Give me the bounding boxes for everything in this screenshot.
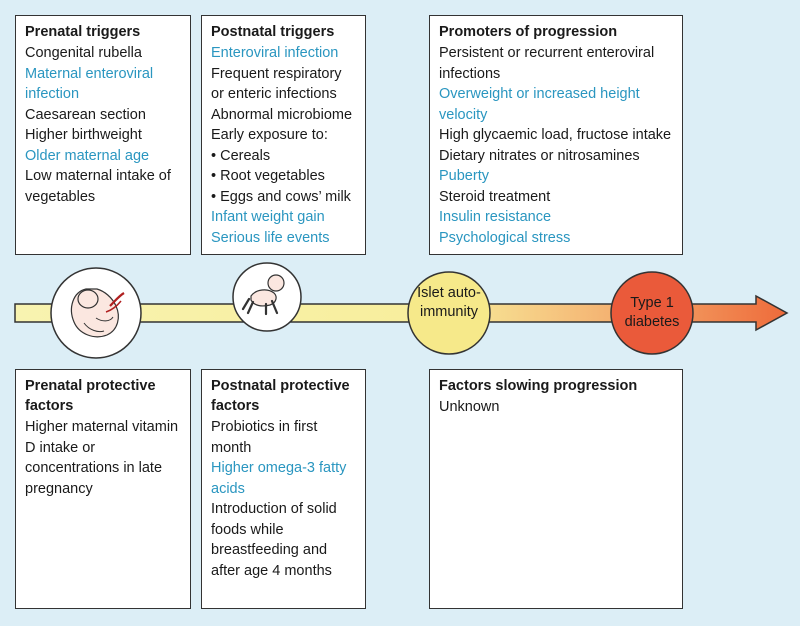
factor-item: Introduction of solid foods while breast… [211, 501, 337, 579]
factor-item: Maternal enteroviral infection [25, 65, 154, 103]
factor-list: Unknown [439, 397, 674, 418]
islet-autoimmunity-circle [407, 271, 491, 355]
prenatal-protective-factors-box: Prenatal protective factors Higher mater… [15, 369, 191, 609]
factor-item: Persistent or recurrent enteroviral infe… [439, 45, 655, 82]
box-title: Postnatal triggers [211, 24, 335, 40]
factor-item: Insulin resistance [439, 209, 552, 225]
factor-list: Persistent or recurrent enteroviral infe… [439, 43, 674, 248]
promoters-of-progression-box: Promoters of progression Persistent or r… [429, 15, 683, 255]
factor-item: Low maternal intake of vegetables [25, 168, 171, 205]
factor-item: Caesarean section [25, 106, 146, 123]
factor-item: Higher birthweight [25, 127, 142, 143]
factor-item: Frequent respiratory or enteric infectio… [211, 65, 342, 103]
factors-slowing-progression-box: Factors slowing progression Unknown [429, 369, 683, 609]
box-title: Postnatal protective factors [211, 378, 350, 414]
factor-list: Higher maternal vitamin D intake or conc… [25, 417, 182, 499]
fetus-icon [50, 267, 142, 359]
factor-item: Older maternal age [25, 147, 150, 164]
factor-item: Eggs and cows’ milk [211, 187, 357, 208]
type1-diabetes-circle [610, 271, 694, 355]
factor-item: Higher maternal vitamin D intake or conc… [25, 419, 179, 497]
factor-item: Dietary nitrates or nitrosamines [439, 147, 640, 164]
box-title: Prenatal protective factors [25, 378, 156, 414]
factor-item: Psychological stress [439, 229, 571, 246]
postnatal-protective-factors-box: Postnatal protective factors Probiotics … [201, 369, 366, 609]
box-title: Factors slowing progression [439, 378, 638, 394]
factor-item: Congenital rubella [25, 45, 142, 61]
factor-item: Enteroviral infection [211, 45, 339, 61]
factor-item: Abnormal microbiome [211, 106, 353, 123]
factor-item: Early exposure to: [211, 127, 328, 143]
factor-item: High glycaemic load, fructose intake [439, 127, 672, 143]
islet-autoimmunity-label: Islet auto-immunity [417, 285, 481, 320]
factor-item: Serious life events [211, 229, 330, 246]
factor-item: Higher omega-3 fatty acids [211, 460, 347, 497]
factor-item: Unknown [439, 399, 500, 415]
factor-item: Root vegetables [211, 166, 357, 187]
box-title: Promoters of progression [439, 24, 618, 40]
box-title: Prenatal triggers [25, 24, 141, 40]
factor-item: Probiotics in first month [211, 419, 318, 456]
crawling-baby-icon [232, 262, 302, 332]
postnatal-triggers-box: Postnatal triggers Enteroviral infection… [201, 15, 366, 255]
factor-item: Cereals [211, 146, 357, 167]
factor-item: Overweight or increased height velocity [439, 86, 640, 123]
factor-item: Puberty [439, 168, 489, 184]
factor-item: Steroid treatment [439, 188, 551, 205]
factor-item: Infant weight gain [211, 209, 325, 225]
type1-diabetes-label: Type 1 diabetes [624, 295, 680, 330]
